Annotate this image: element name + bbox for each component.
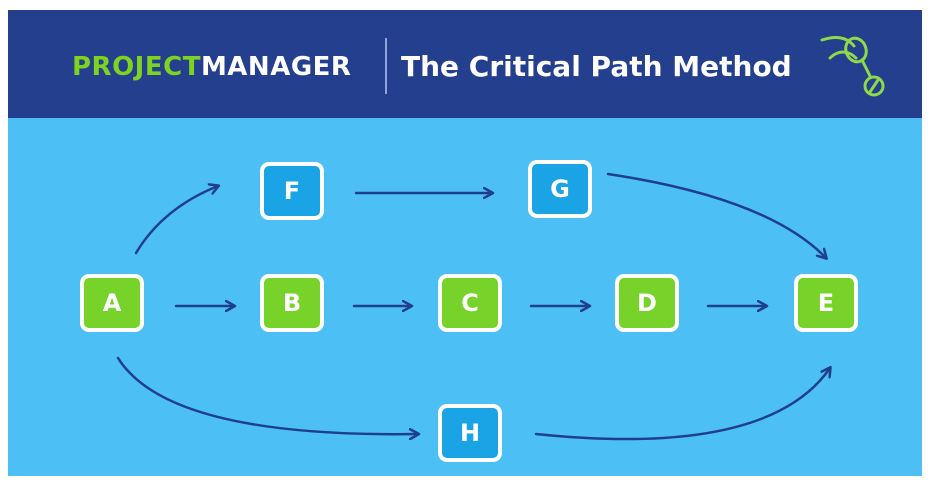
node-h: H (438, 404, 502, 462)
arrow-a-h (116, 356, 418, 434)
arrows-layer (116, 172, 922, 441)
arrow-h-e (534, 368, 830, 441)
brand-part-manager: MANAGER (200, 52, 352, 82)
diagram-canvas: A B C D E F G H (8, 118, 922, 476)
pencil-leaf-logo-icon (820, 36, 885, 97)
node-a: A (80, 274, 144, 332)
brand-logo-text: PROJECTMANAGER (72, 52, 351, 82)
page-title: The Critical Path Method (401, 50, 792, 83)
node-c: C (438, 274, 502, 332)
header-divider (385, 38, 387, 94)
node-b: B (260, 274, 324, 332)
header-bar: PROJECTMANAGER The Critical Path Method (8, 10, 922, 118)
diagram-frame: PROJECTMANAGER The Critical Path Method (8, 10, 922, 476)
arrow-a-f (134, 186, 218, 255)
arrow-g-e (606, 172, 826, 258)
node-g: G (528, 160, 592, 218)
node-d: D (615, 274, 679, 332)
node-e: E (794, 274, 858, 332)
brand-part-project: PROJECT (72, 52, 201, 82)
node-f: F (260, 162, 324, 220)
